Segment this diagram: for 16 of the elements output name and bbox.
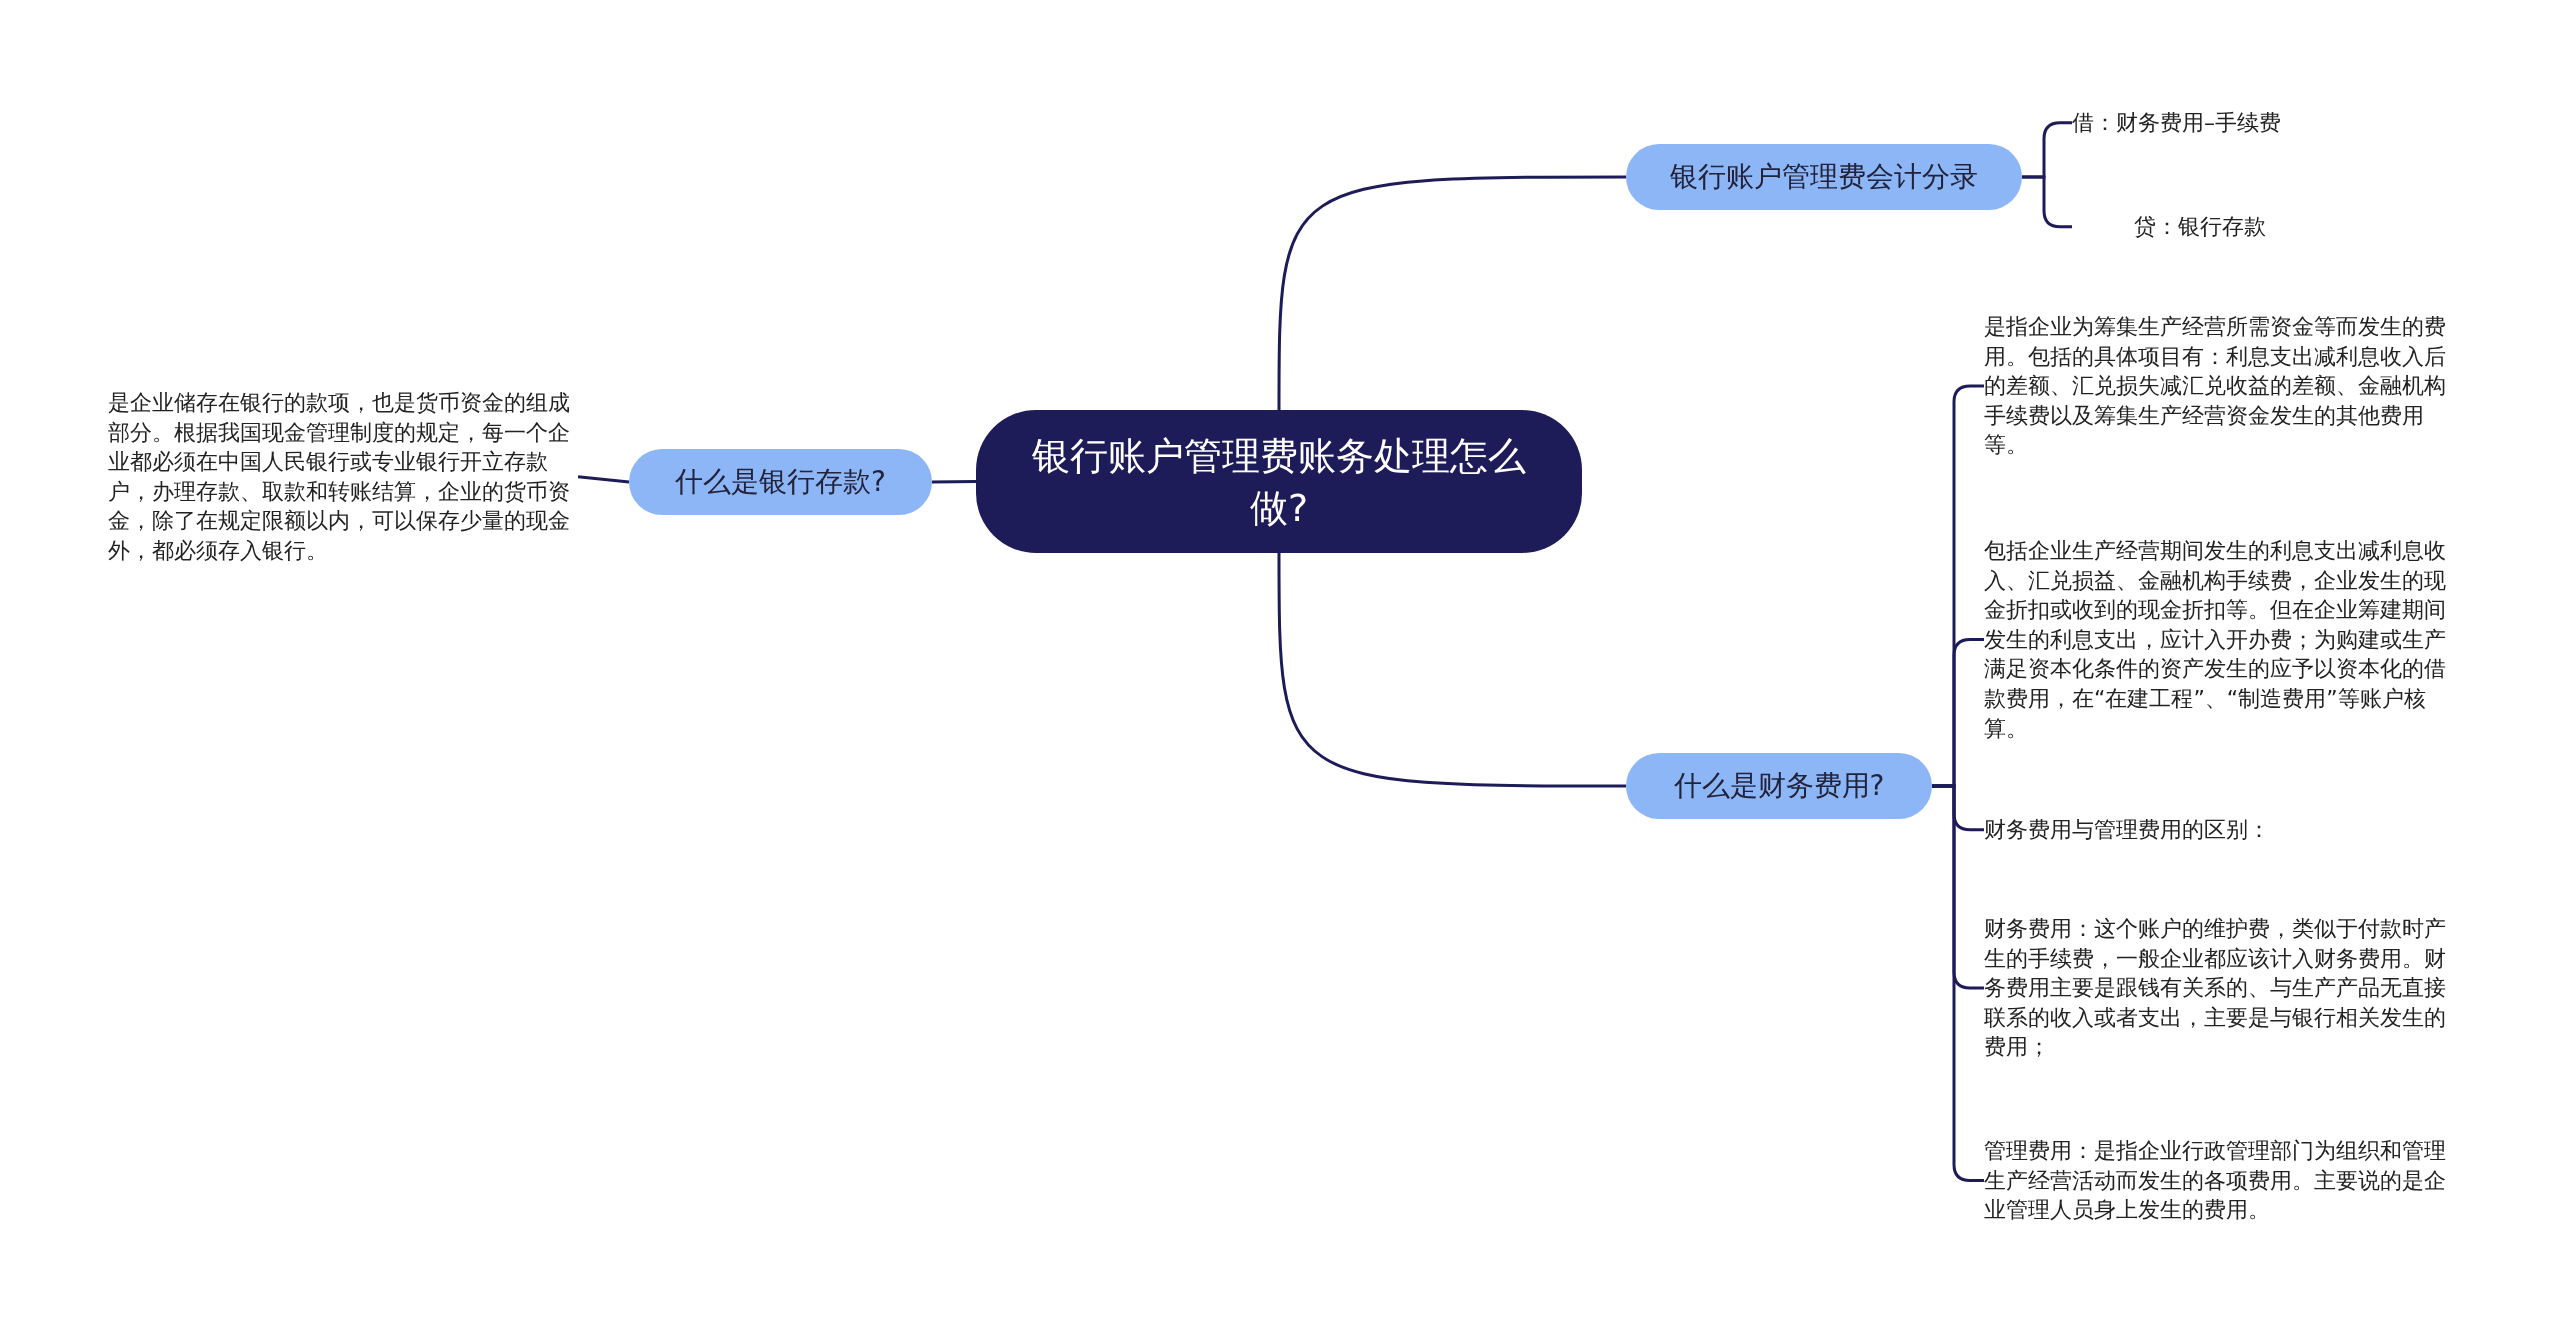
description-text: 是指企业为筹集生产经营所需资金等而发生的费用。包括的具体项目有：利息支出减利息收入后的差额、汇兑损失减汇兑收益的差额、金融机构手续费以及筹集生产经营资金发生的其他费用等。	[1984, 312, 2454, 460]
entry-text: 借：财务费用–手续费	[2072, 108, 2352, 138]
heading-text: 财务费用与管理费用的区别：	[1984, 815, 2454, 845]
topic-pill: 什么是财务费用?	[1626, 753, 1932, 819]
description-text: 财务费用：这个账户的维护费，类似于付款时产生的手续费，一般企业都应该计入财务费用。财务费用主要是跟钱有关系的、与生产产品无直接联系的收入或者支出，主要是与银行相关发生的费用；	[1984, 914, 2454, 1062]
connector-line	[1277, 553, 1626, 788]
entry-text: 贷：银行存款	[2072, 212, 2328, 242]
description-text: 包括企业生产经营期间发生的利息支出减利息收入、汇兑损益、金融机构手续费，企业发生的现金折扣或收到的现金折扣等。但在企业筹建期间发生的利息支出，应计入开办费；为购建或生产满足资本化条件的资产发生的应予以资本化的借款费用，在“在建工程”、“制造费用”等账户核算。	[1984, 536, 2454, 744]
description-text: 是企业储存在银行的款项，也是货币资金的组成部分。根据我国现金管理制度的规定，每一个企业都必须在中国人民银行或专业银行开立存款户，办理存款、取款和转账结算，企业的货币资金，除了在规定限额以内，可以保存少量的现金外，都必须存入银行。	[108, 388, 578, 566]
description-text: 管理费用：是指企业行政管理部门为组织和管理生产经营活动而发生的各项费用。主要说的是企业管理人员身上发生的费用。	[1984, 1136, 2454, 1225]
topic-pill: 银行账户管理费会计分录	[1626, 144, 2022, 210]
connector-line	[577, 475, 630, 484]
connector-line	[1277, 175, 1626, 410]
topic-pill: 什么是银行存款?	[629, 449, 932, 515]
connector-line	[932, 480, 976, 484]
central-topic: 银行账户管理费账务处理怎么做?	[976, 410, 1582, 553]
